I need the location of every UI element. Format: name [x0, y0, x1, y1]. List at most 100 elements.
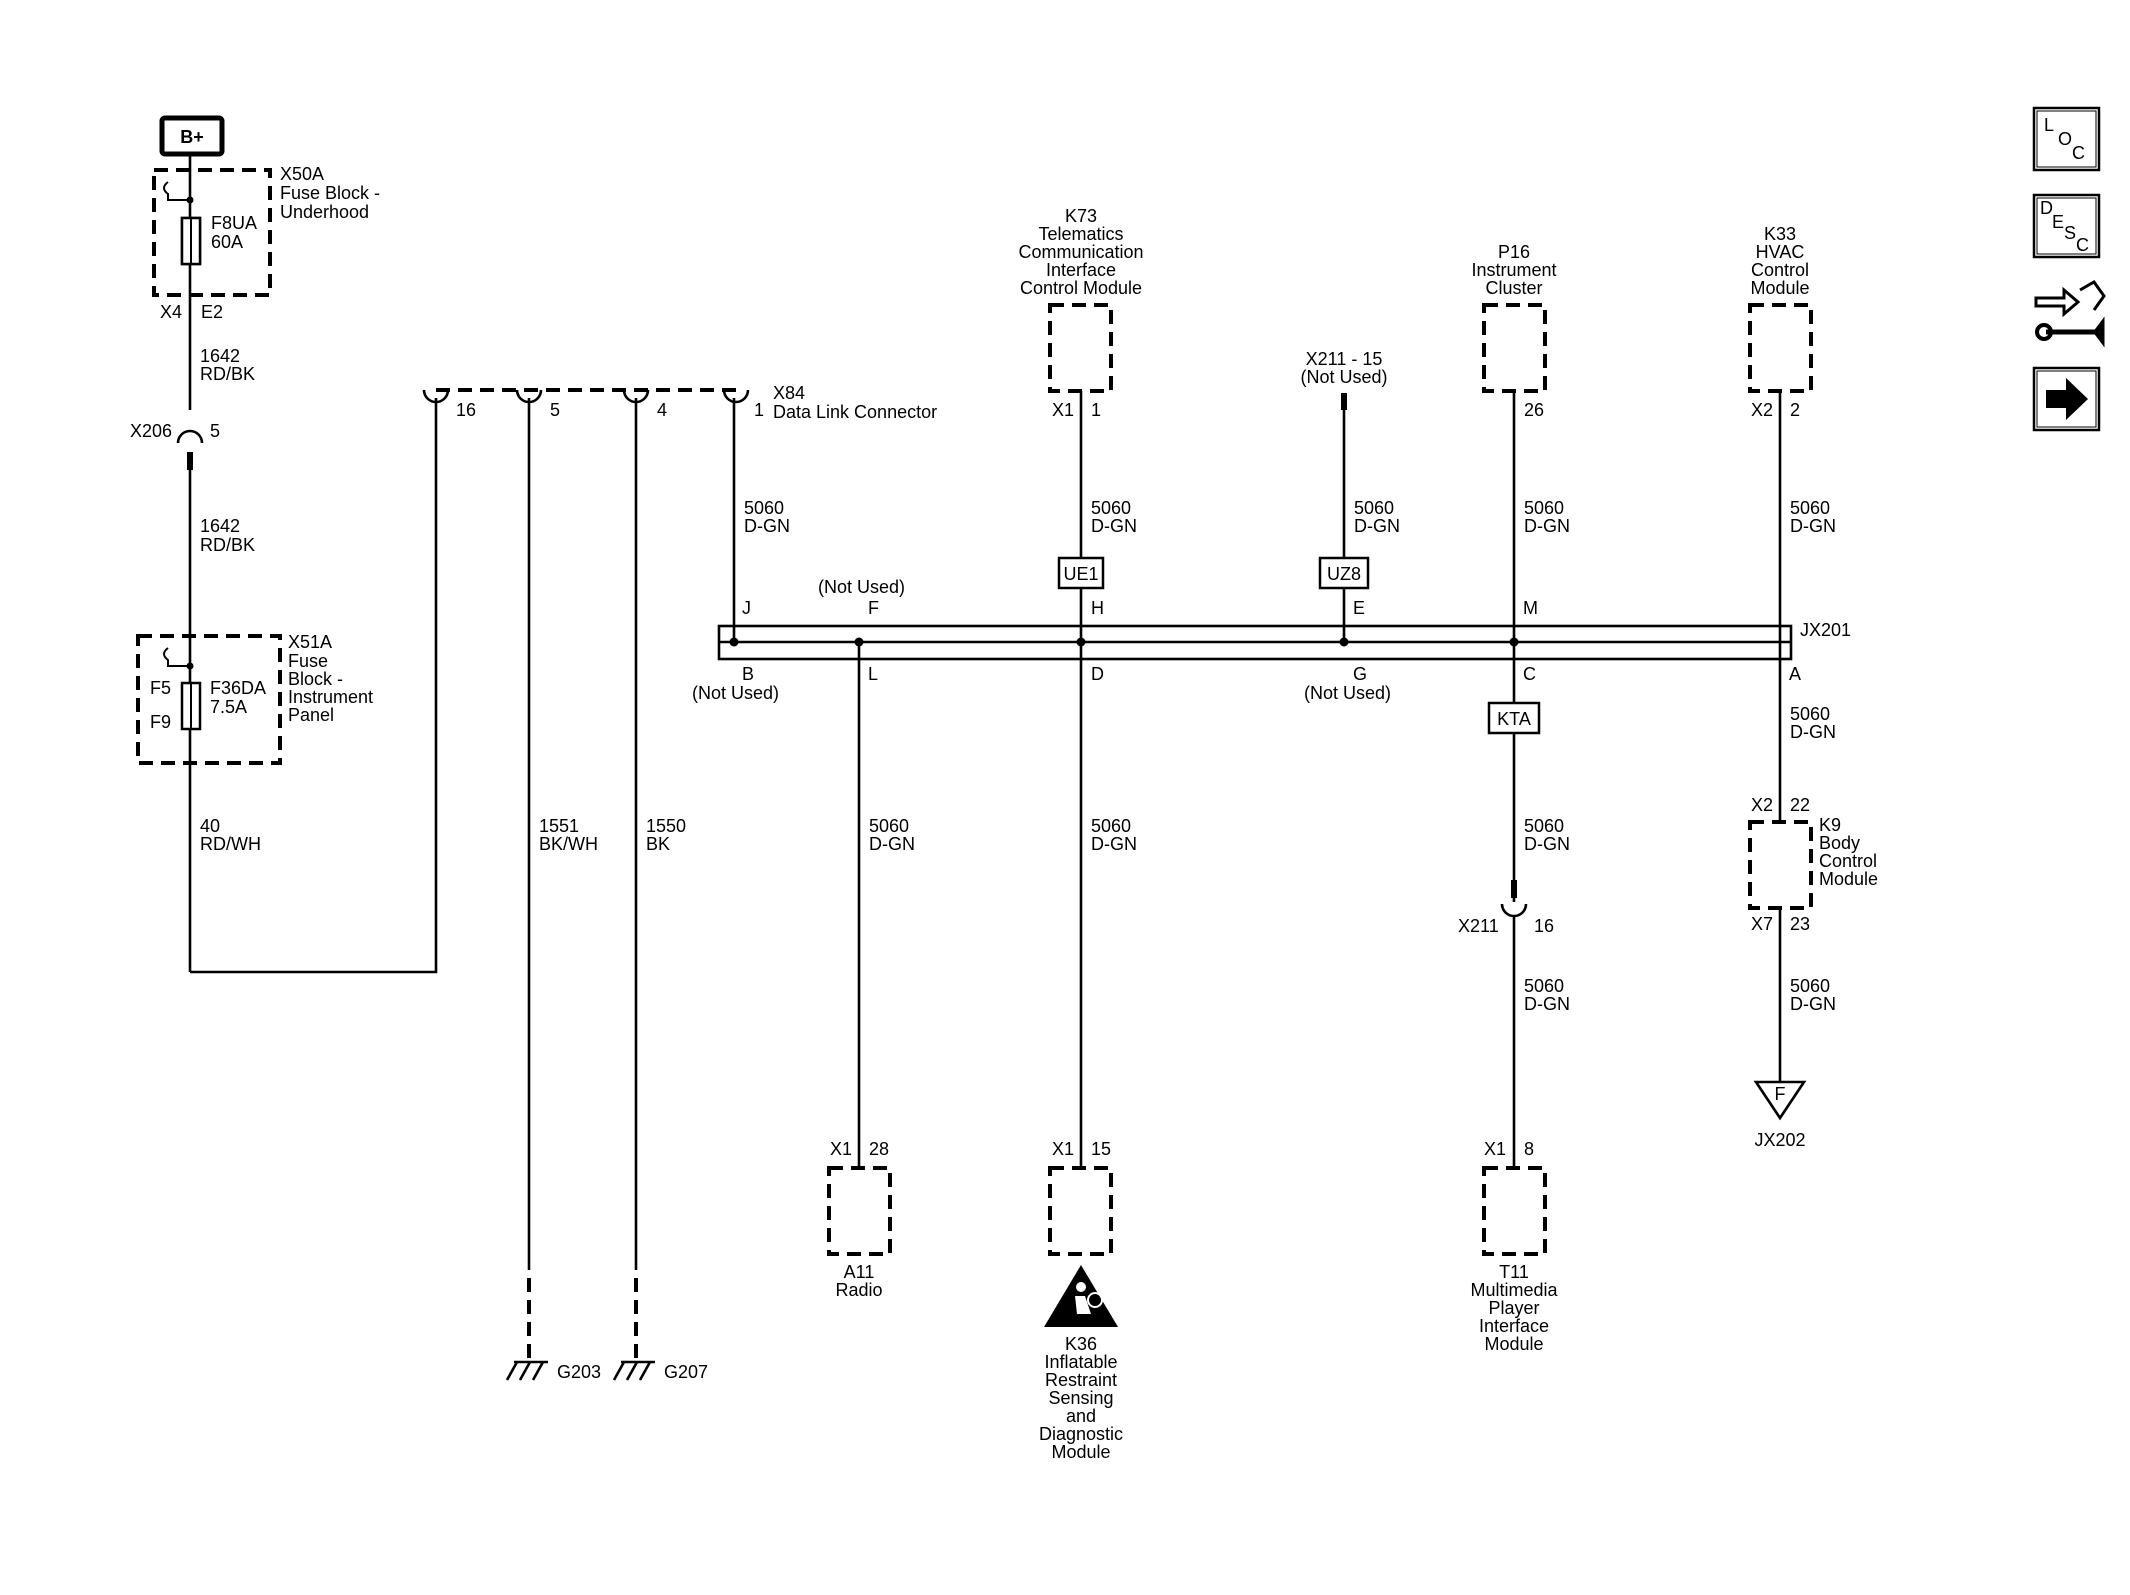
option-kta: KTA	[1497, 709, 1531, 729]
connector-x206	[176, 429, 204, 444]
splice-pin-e: E	[1353, 598, 1365, 618]
t11-line-1: Multimedia	[1470, 1280, 1558, 1300]
k33-line-3: Module	[1750, 278, 1809, 298]
x51a-pin-top: F5	[150, 678, 171, 698]
wire-1551-circuit: 1551	[539, 816, 579, 836]
splice-pin-l: L	[868, 664, 878, 684]
splice-pin-d: D	[1091, 664, 1104, 684]
wire-1642-b-color: RD/BK	[200, 535, 255, 555]
k36-wire-color: D-GN	[1091, 834, 1137, 854]
dlc-pin-4: 4	[657, 400, 667, 420]
a11-line-0: A11	[844, 1262, 875, 1282]
k36-line-6: Module	[1051, 1442, 1110, 1462]
k9-conn-bottom: X7	[1751, 914, 1773, 934]
desc-letter-s: S	[2064, 223, 2076, 243]
next-page-arrow-button[interactable]	[2032, 366, 2101, 432]
ground-g203-label: G203	[557, 1362, 601, 1382]
k33-line-0: K33	[1764, 224, 1796, 244]
arrow-right-icon	[2046, 378, 2088, 420]
k73-conn: X1	[1052, 400, 1074, 420]
option-uz8: UZ8	[1327, 564, 1361, 584]
dlc-pin-16: 16	[456, 400, 476, 420]
fuse-f8ua-rating: 60A	[211, 232, 243, 252]
k9-line-3: Module	[1819, 869, 1878, 889]
k36-line-4: and	[1066, 1406, 1096, 1426]
x51a-pin-bottom: F9	[150, 712, 171, 732]
splice-pin-m: M	[1523, 598, 1538, 618]
loc-button[interactable]: L O C	[2032, 106, 2101, 172]
x51a-line4: Panel	[288, 705, 334, 725]
wire-1550-circuit: 1550	[646, 816, 686, 836]
splice-b-not-used: (Not Used)	[692, 683, 779, 703]
desc-letter-c: C	[2076, 235, 2089, 255]
splice-node-j	[729, 637, 739, 647]
splice-pin-a: A	[1789, 664, 1801, 684]
p16-wire-color: D-GN	[1524, 516, 1570, 536]
k36-line-1: Inflatable	[1044, 1352, 1117, 1372]
battery-label: B+	[180, 127, 204, 147]
wire-40-circuit: 40	[200, 816, 220, 836]
splice-f-not-used: (Not Used)	[818, 577, 905, 597]
option-ue1-box	[1057, 556, 1105, 590]
loc-letter-l: L	[2044, 115, 2054, 135]
t11-line-4: Module	[1484, 1334, 1543, 1354]
p16-wire-circuit: 5060	[1524, 498, 1564, 518]
airbag-warning-icon	[1044, 1265, 1118, 1327]
dlc-pin-1: 1	[754, 400, 764, 420]
k73-wire-circuit: 5060	[1091, 498, 1131, 518]
p16-line-0: P16	[1498, 242, 1530, 262]
jx202-splice-arrow	[1753, 1080, 1807, 1121]
x51a-line3: Instrument	[288, 687, 373, 707]
k9-conn-top: X2	[1751, 795, 1773, 815]
k36-line-0: K36	[1065, 1334, 1097, 1354]
fuse-pin-x50a	[163, 181, 190, 201]
wire-1642-b-circuit: 1642	[200, 516, 240, 536]
x211-pin: 16	[1534, 916, 1554, 936]
fuse-f36da-id: F36DA	[210, 678, 266, 698]
k73-pin: 1	[1091, 400, 1101, 420]
t11-pin: 8	[1524, 1139, 1534, 1159]
x211-top-line2: (Not Used)	[1300, 367, 1387, 387]
splice-pin-g: G	[1353, 664, 1367, 684]
p16-pin: 26	[1524, 400, 1544, 420]
t11-conn: X1	[1484, 1139, 1506, 1159]
x211-id: X211	[1458, 916, 1499, 936]
splice-pin-c: C	[1523, 664, 1536, 684]
connector-repair-icon[interactable]	[2034, 280, 2106, 348]
loc-letter-c: C	[2072, 143, 2085, 163]
fuse-block-x51a	[136, 634, 282, 765]
splice-pin-b: B	[742, 664, 754, 684]
x51a-line1: Fuse	[288, 651, 328, 671]
a11-wire-circuit: 5060	[869, 816, 909, 836]
k9-pin-top: 22	[1790, 795, 1810, 815]
k73-line-1: Telematics	[1038, 224, 1123, 244]
p16-line-1: Instrument	[1471, 260, 1556, 280]
fuse-pin-x51a	[163, 647, 190, 667]
k9-wire-circuit: 5060	[1790, 976, 1830, 996]
desc-button[interactable]: D E S C	[2032, 193, 2101, 259]
ground-g207-icon	[612, 1360, 655, 1381]
k9-line-0: K9	[1819, 815, 1841, 835]
x51a-line2: Block -	[288, 669, 343, 689]
wire-1642-a-color: RD/BK	[200, 364, 255, 384]
k9-line-2: Control	[1819, 851, 1877, 871]
a11-conn: X1	[830, 1139, 852, 1159]
wire-40-to-dlc	[190, 398, 438, 974]
kta-wire-color: D-GN	[1524, 834, 1570, 854]
wire-40-color: RD/WH	[200, 834, 261, 854]
module-t11	[1482, 1166, 1547, 1256]
splice-id: JX201	[1800, 620, 1851, 640]
x50a-line1: Fuse Block -	[280, 183, 380, 203]
k33-line-2: Control	[1751, 260, 1809, 280]
x51a-id: X51A	[288, 632, 332, 652]
x206-pin: 5	[210, 421, 220, 441]
k73-wire-color: D-GN	[1091, 516, 1137, 536]
uz8-wire-color: D-GN	[1354, 516, 1400, 536]
uz8-wire-circuit: 5060	[1354, 498, 1394, 518]
k73-line-2: Communication	[1018, 242, 1143, 262]
t11-wire-color: D-GN	[1524, 994, 1570, 1014]
splice-pin-f: F	[868, 598, 879, 618]
k9-line-1: Body	[1819, 833, 1860, 853]
splice-pin-h: H	[1091, 598, 1104, 618]
jx202-letter: F	[1775, 1084, 1786, 1104]
